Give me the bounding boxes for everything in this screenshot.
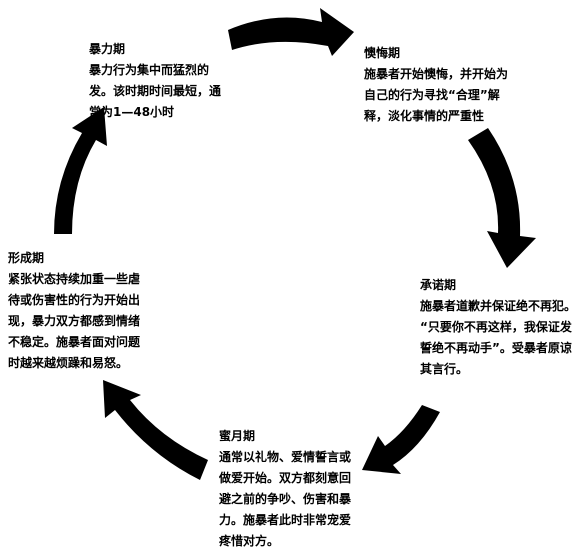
stage-text-line: 自己的行为寻找“合理”解 xyxy=(364,88,500,102)
stage-text-line: 时越来越烦躁和易怒。 xyxy=(8,356,129,370)
arrow-tension-to-violence xyxy=(54,107,107,234)
stage-text-line: 施暴者道歉并保证绝不再犯。 xyxy=(420,299,577,313)
cycle-diagram xyxy=(54,8,536,480)
stage-tension: 形成期 紧张状态持续加重一些虐 待或伤害性的行为开始出 现，暴力双方都感到情绪 … xyxy=(8,248,178,374)
arrow-remorse-to-promise xyxy=(468,128,536,268)
stage-text-line: 通常以礼物、爱情誓言或 xyxy=(219,450,352,464)
stage-title: 蜜月期 xyxy=(219,429,256,443)
stage-remorse: 懊悔期 施暴者开始懊悔，并开始为 自己的行为寻找“合理”解 释，淡化事情的严重性 xyxy=(364,43,524,127)
stage-text-line: “只要你不再这样，我保证发 xyxy=(420,320,572,334)
stage-text-line: 紧张状态持续加重一些虐 xyxy=(8,272,141,286)
stage-text-line: 做爱开始。双方都刻意回 xyxy=(219,471,352,485)
stage-text-line: 常为1—48小时 xyxy=(89,105,175,119)
stage-title: 形成期 xyxy=(8,251,45,265)
stage-promise: 承诺期 施暴者道歉并保证绝不再犯。 “只要你不再这样，我保证发 誓绝不再动手”。… xyxy=(420,275,585,380)
stage-honeymoon: 蜜月期 通常以礼物、爱情誓言或 做爱开始。双方都刻意回 避之前的争吵、伤害和暴 … xyxy=(219,426,389,552)
stage-title: 暴力期 xyxy=(89,42,126,56)
stage-text-line: 疼惜对方。 xyxy=(219,534,280,548)
stage-title: 懊悔期 xyxy=(364,46,401,60)
stage-text-line: 不稳定。施暴者面对问题 xyxy=(8,335,141,349)
stage-text-line: 暴力行为集中而猛烈的 xyxy=(89,63,210,77)
stage-text-line: 待或伤害性的行为开始出 xyxy=(8,293,141,307)
stage-text-line: 施暴者开始懊悔，并开始为 xyxy=(364,67,509,81)
stage-title: 承诺期 xyxy=(420,278,457,292)
stage-text-line: 现，暴力双方都感到情绪 xyxy=(8,314,141,328)
stage-text-line: 力。施暴者此时非常宠爱 xyxy=(219,513,352,527)
arrow-promise-to-honeymoon xyxy=(362,405,440,474)
arrow-honeymoon-to-tension xyxy=(103,380,208,480)
stage-violence: 暴力期 暴力行为集中而猛烈的 发。该时期时间最短，通 常为1—48小时 xyxy=(89,39,239,123)
stage-text-line: 释，淡化事情的严重性 xyxy=(364,109,485,123)
stage-text-line: 避之前的争吵、伤害和暴 xyxy=(219,492,352,506)
arrow-violence-to-remorse xyxy=(228,8,354,56)
stage-text-line: 誓绝不再动手”。受暴者原谅 xyxy=(420,341,572,355)
stage-text-line: 其言行。 xyxy=(420,362,469,376)
stage-text-line: 发。该时期时间最短，通 xyxy=(89,84,222,98)
